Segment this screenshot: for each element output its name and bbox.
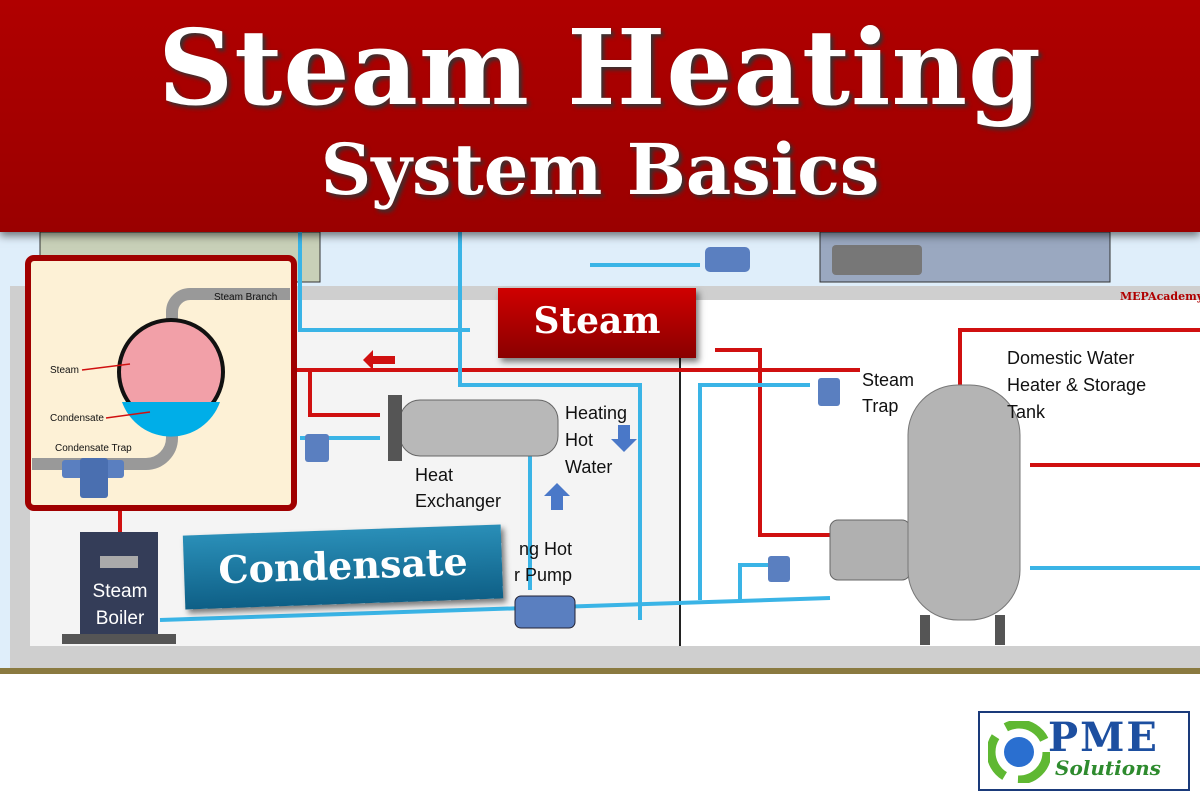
heating-hot-water-label: Heating Hot Water <box>565 403 628 477</box>
inset-steam: Steam <box>50 365 79 376</box>
floor-line <box>0 668 1200 674</box>
up-arrow-icon <box>544 483 570 510</box>
down-arrow-icon <box>611 425 637 452</box>
water-heater-label: Domestic Water Heater & Storage Tank <box>1007 348 1147 422</box>
trap-icon-2 <box>768 556 790 582</box>
inset-condensate-trap: Condensate Trap <box>55 443 132 454</box>
title-banner: Steam Heating System Basics <box>0 0 1200 232</box>
steam-trap-icon <box>818 378 840 406</box>
mep-academy-watermark: MEPAcademy <box>1120 290 1200 303</box>
steam-boiler-label: Steam Boiler <box>92 581 148 629</box>
inset-steam-branch: Steam Branch <box>214 292 278 303</box>
steam-trap-label: Steam Trap <box>862 370 915 416</box>
steam-boiler <box>80 532 158 636</box>
tank-top <box>832 245 922 275</box>
pump-icon <box>514 595 576 629</box>
steam-tag: Steam <box>498 288 696 358</box>
pump-icon-top <box>705 247 750 272</box>
trap-icon <box>305 434 329 462</box>
logo-main: PME <box>1048 714 1159 761</box>
recycle-globe-icon <box>988 721 1050 783</box>
pump-label: ng Hot r Pump <box>513 539 572 585</box>
title-line-2: System Basics <box>320 128 880 211</box>
storage-tank <box>907 384 1021 621</box>
title-line-1: Steam Heating <box>158 6 1042 129</box>
inset-condensate: Condensate <box>50 413 104 424</box>
heat-exchanger <box>399 399 559 457</box>
water-pipes <box>159 232 1200 622</box>
condensate-trap-icon <box>80 458 108 498</box>
pme-logo <box>978 711 1190 791</box>
logo-sub: Solutions <box>1055 756 1161 780</box>
condensate-tag: Condensate <box>182 524 504 610</box>
heat-exchanger-label: Heat Exchanger <box>415 465 502 511</box>
heat-exchanger-flange <box>388 395 402 461</box>
flow-arrow-icon <box>363 350 395 370</box>
tank-shell <box>829 519 911 581</box>
